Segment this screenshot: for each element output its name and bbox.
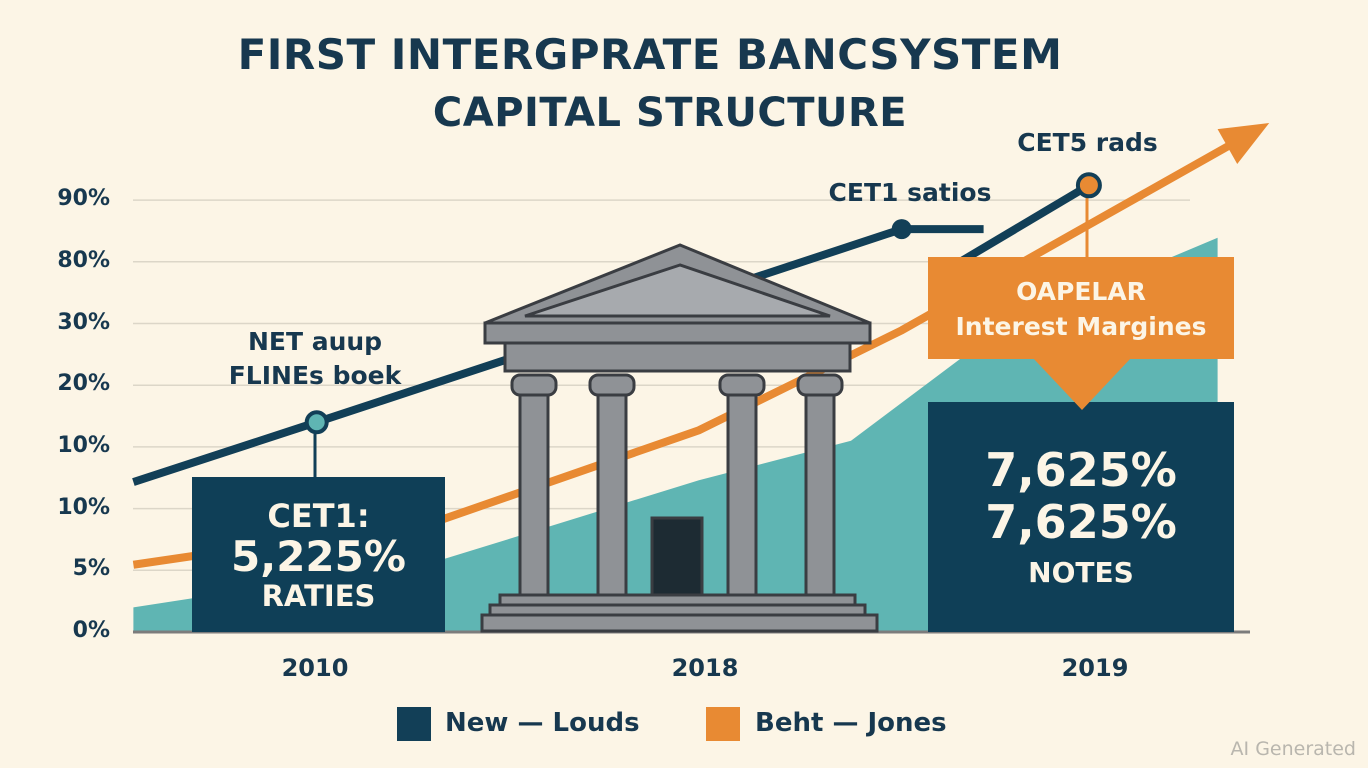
notes-box: 7,625% 7,625% NOTES [928, 402, 1234, 632]
net-annotation: NET auup FLINEs boek [215, 325, 415, 393]
data-point-marker [304, 410, 329, 435]
cet1-satios-annotation: CET1 satios [828, 178, 992, 207]
y-tick-label: 80% [57, 247, 110, 273]
watermark: AI Generated [1230, 738, 1356, 760]
y-tick-label: 90% [57, 186, 110, 212]
cet1-box: CET1: 5,225% RATIES [192, 477, 445, 632]
data-point-marker [1075, 172, 1102, 199]
notes-box-value-2: 7,625% [985, 495, 1177, 549]
net-annotation-line2: FLINEs boek [228, 361, 402, 390]
notes-box-caption: NOTES [1028, 556, 1134, 589]
cet1-box-label: CET1: [267, 497, 370, 535]
legend-swatch-navy [397, 707, 431, 741]
callout-pointer [1033, 358, 1131, 410]
legend-swatch-orange [706, 707, 740, 741]
net-annotation-line1: NET auup [247, 327, 383, 356]
arrowhead-icon [1217, 122, 1270, 164]
data-point-marker [891, 219, 912, 240]
y-tick-label: 10% [57, 494, 110, 520]
margins-callout-line1: OAPELAR [1016, 277, 1146, 306]
x-tick-label: 2019 [1061, 654, 1129, 682]
cet5-rads-annotation: CET5 rads [1017, 128, 1158, 157]
y-tick-label: 10% [57, 432, 110, 458]
x-tick-label: 2010 [281, 654, 349, 682]
margins-callout-line2: Interest Margines [955, 312, 1207, 341]
bank-building-icon [480, 243, 879, 633]
navy-line-2 [958, 181, 1091, 266]
notes-box-value-1: 7,625% [985, 443, 1177, 497]
margins-callout: OAPELAR Interest Margines [928, 257, 1234, 359]
legend-label-navy: New — Louds [445, 708, 640, 738]
cet1-box-caption: RATIES [261, 579, 376, 613]
y-tick-label: 20% [57, 371, 110, 397]
y-tick-label: 5% [72, 556, 110, 582]
y-tick-label: 0% [72, 618, 110, 643]
cet1-box-value: 5,225% [231, 532, 406, 581]
y-tick-label: 30% [57, 309, 110, 335]
legend-label-orange: Beht — Jones [755, 708, 947, 738]
chart-subtitle: CAPITAL STRUCTURE [432, 90, 908, 136]
x-tick-label: 2018 [671, 654, 739, 682]
chart-title: FIRST INTERGPRATE BANCSYSTEM [237, 30, 1063, 79]
